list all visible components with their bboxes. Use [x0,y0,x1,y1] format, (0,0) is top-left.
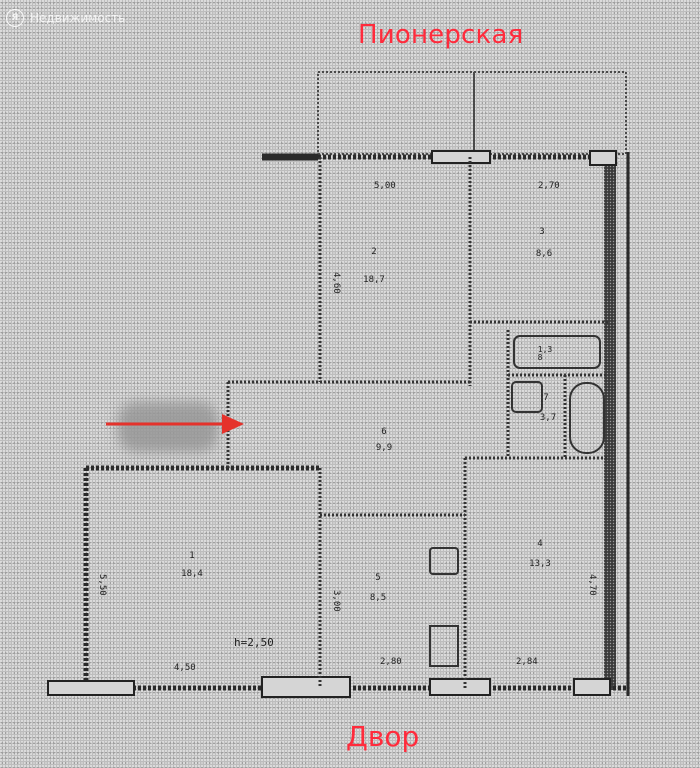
bath-number: 7 [543,393,548,403]
room3-area: 8,6 [536,249,552,259]
entrance-arrow [106,414,244,434]
windows [47,150,617,698]
room2-number: 2 [371,247,376,257]
dim-kitchen-side: 3,00 [331,590,341,612]
room4-area: 13,3 [529,559,551,569]
bathroom-fixtures [429,335,605,667]
dim-room4-side: 4,70 [587,574,597,596]
dim-ceiling: h=2,50 [234,636,274,649]
dim-room1-side: 5,50 [97,574,107,596]
room5-number: 5 [375,573,380,583]
dim-room2-side: 4,60 [331,272,341,294]
dim-room2-top: 5,00 [374,181,396,191]
room2-area: 18,7 [363,275,385,285]
room1-number: 1 [189,551,194,561]
interior-walls [226,157,608,688]
street-label-top: Пионерская [358,20,524,50]
room5-area: 8,5 [370,593,386,603]
entrance-blur [118,402,218,452]
dimension-labels: 5,00 4,60 2,70 4,50 5,50 h=2,50 2,80 2,8… [97,181,597,673]
hall-area: 9,9 [376,443,392,453]
watermark: Я Недвижимость [6,8,125,28]
room4-number: 4 [537,539,542,549]
dim-room3-top: 2,70 [538,181,560,191]
street-label-bottom: Двор [346,720,420,753]
bath-area: 3,7 [540,413,556,423]
watermark-logo: Я [6,9,24,27]
wc-area: 1,3 [538,345,553,354]
outer-walls [48,152,630,696]
watermark-text: Недвижимость [30,11,126,25]
room-labels: 2 18,7 3 8,6 6 9,9 1 18,4 5 8,5 4 13,3 7… [181,227,556,603]
dim-room4-bottom: 2,84 [516,657,538,667]
wc-number: 8 [538,353,543,362]
hall-number: 6 [381,427,386,437]
dim-room5-bottom: 2,80 [380,657,402,667]
balconies [317,71,627,155]
dim-room1-bottom: 4,50 [174,663,196,673]
room1-area: 18,4 [181,569,203,579]
room3-number: 3 [539,227,544,237]
